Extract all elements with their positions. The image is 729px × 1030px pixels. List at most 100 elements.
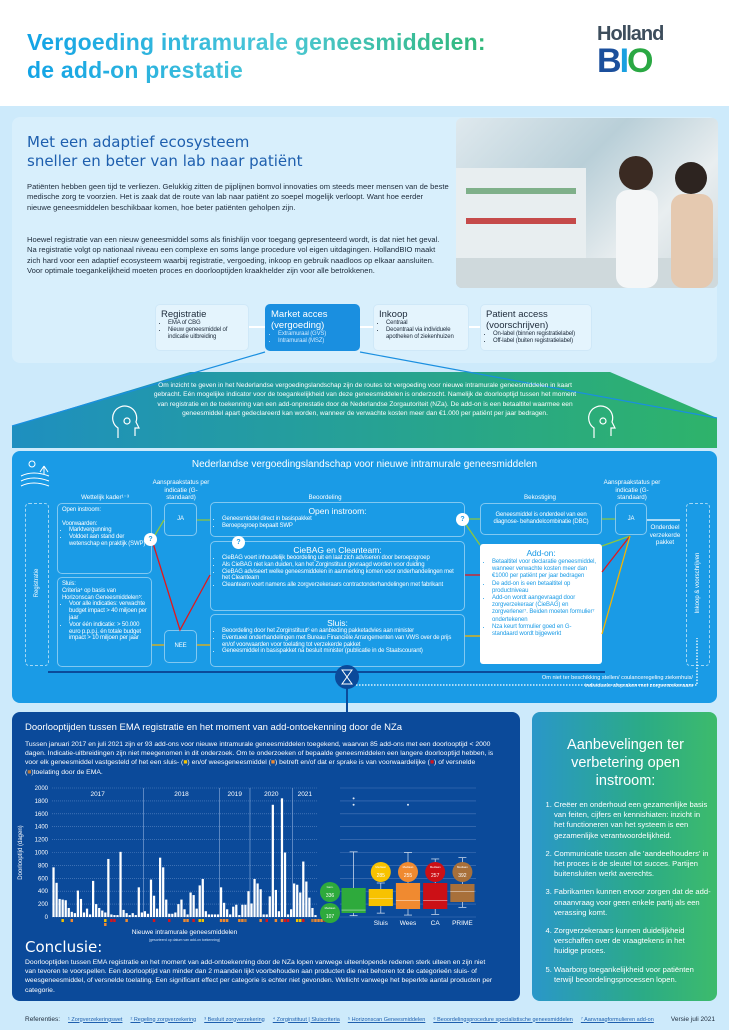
reference-link[interactable]: ⁴ Zorginstituut | Sluiscriteria: [272, 1016, 340, 1023]
bar: [256, 883, 259, 917]
category-marker: [70, 919, 74, 922]
box-title: Add-on:: [526, 548, 556, 558]
box-item: Betaaltitel voor declaratie geneesmiddel…: [492, 559, 597, 581]
bar: [162, 867, 165, 917]
lab-photo: [456, 118, 718, 288]
study-title: Doorlooptijden tussen EMA registratie en…: [25, 722, 403, 733]
conclusion-title: Conclusie:: [25, 938, 103, 956]
box-item: Cleanteam voert namens alle zorgverzeker…: [222, 582, 460, 589]
box-item: Voor alle indicaties: verwachte budget i…: [69, 601, 147, 621]
bar: [58, 898, 61, 917]
sluis-box: Sluis: Beoordeling door het Zorginstituu…: [210, 614, 465, 667]
year-label: 2020: [264, 791, 279, 798]
box-item: Marktvergunning: [69, 527, 147, 534]
bar: [308, 897, 311, 917]
bar: [299, 892, 302, 917]
flow-item: On-label (binnen registratielabel): [493, 331, 586, 338]
dbc-box: Geneesmiddel is onderdeel van een diagno…: [480, 503, 602, 535]
category-marker: [104, 923, 107, 926]
flow-item: Off-label (buiten registratielabel): [493, 338, 586, 345]
reference-link[interactable]: ² Regeling zorgverzekering: [130, 1016, 197, 1023]
arrow-red: [601, 535, 631, 573]
versneld-marker-icon: ■: [27, 768, 32, 776]
sluis-criteria: Sluis: Criteria⁴ op basis van Horizonsca…: [57, 577, 152, 667]
intro-paragraph-1: Patiënten hebben geen tijd te verliezen.…: [27, 182, 449, 212]
bar: [274, 889, 278, 917]
mean-badge-label: Gem.: [327, 885, 334, 889]
bar: [271, 804, 274, 917]
bar: [104, 912, 107, 917]
version-label: Versie juli 2021: [670, 1016, 715, 1023]
info-band-text: Om inzicht te geven in het Nederlandse v…: [153, 382, 577, 418]
bar: [213, 914, 217, 917]
category-marker: [113, 919, 116, 922]
bar: [192, 895, 195, 917]
bar: [85, 908, 89, 917]
year-label: 2017: [90, 791, 105, 798]
reference-link[interactable]: ⁵ Horizonscan Geneesmiddelen: [347, 1016, 426, 1023]
bar: [216, 914, 220, 917]
bar: [168, 913, 171, 917]
flow-patient-access: Patient access (voorschrijven) On-label …: [480, 304, 592, 351]
category-marker: [152, 919, 156, 922]
bar: [88, 914, 92, 917]
registratie-column: [25, 503, 49, 666]
category-marker: [198, 919, 201, 922]
bar: [137, 887, 140, 917]
bar: [207, 914, 210, 917]
bar: [262, 914, 265, 917]
bar: [82, 912, 86, 917]
reference-link[interactable]: ¹ Zorgverzekeringswet: [68, 1016, 123, 1023]
intro-heading-line1: Met een adaptief ecosysteem: [27, 133, 250, 151]
category-marker: [201, 919, 204, 922]
bar: [183, 909, 186, 917]
box-wees: [395, 883, 421, 910]
bar: [195, 908, 198, 917]
box-title: CieBAG en Cleanteam:: [293, 545, 382, 555]
bar: [177, 904, 180, 917]
x-axis-sublabel: (gesorteerd op datum van add-on toekenni…: [149, 938, 220, 942]
year-label: 2018: [174, 791, 189, 798]
mean-badge-value: 336: [326, 893, 335, 899]
landscape-icon: [20, 460, 50, 487]
bar: [73, 913, 76, 917]
study-text-d: ) of versnelde (: [25, 759, 476, 776]
bar: [134, 915, 137, 917]
bar: [107, 858, 110, 917]
bar: [250, 903, 253, 917]
recommendations-list: Creëer en onderhoud een gezamenlijke bas…: [540, 800, 711, 993]
reference-link[interactable]: ⁷ Aanvraagformulieren add-on: [580, 1016, 654, 1023]
box-title: Sluis:: [327, 618, 348, 628]
bar: [91, 880, 95, 917]
y-tick-label: 800: [38, 863, 49, 869]
ciebag-box: CieBAG en Cleanteam: CieBAG voert inhoud…: [210, 541, 465, 611]
category-marker: [168, 919, 171, 922]
voorwaardelijk-marker-icon: ■: [429, 759, 435, 767]
bar: [241, 904, 244, 917]
conclusion-text: Doorlooptijden tussen EMA registratie en…: [25, 959, 493, 994]
bar: [98, 907, 101, 917]
header: [0, 0, 729, 106]
box-title: Open instroom:: [62, 507, 101, 513]
hollandbio-logo: Holland BIO: [597, 24, 664, 78]
bar: [259, 889, 262, 917]
box-subtitle: Voorwaarden:: [62, 520, 98, 527]
bar: [238, 915, 241, 917]
box-item: Beroepsgroep bepaalt SWP: [222, 523, 460, 530]
reference-link[interactable]: ⁶ Beoordelingsprocedure specialistische …: [433, 1016, 573, 1023]
bar: [101, 910, 104, 917]
wees-marker-icon: ■: [270, 759, 276, 767]
arrow-green: [601, 518, 631, 547]
outlier: [407, 803, 409, 806]
bar: [247, 891, 250, 917]
ja-box-right: JA: [615, 503, 647, 535]
bar: [95, 904, 98, 917]
y-tick-label: 1200: [35, 838, 49, 844]
reference-link[interactable]: ³ Besluit zorgverzekering: [204, 1016, 265, 1023]
bar: [131, 913, 134, 917]
recommendation-item: Communicatie tussen alle 'aandeelhouders…: [554, 849, 711, 880]
box-item: Eventueel onderhandelingen met Bureau Fi…: [222, 635, 460, 649]
bar: [186, 914, 189, 917]
aanspraak-label-left: Aanspraakstatus per indicatie (G-standaa…: [152, 479, 210, 501]
